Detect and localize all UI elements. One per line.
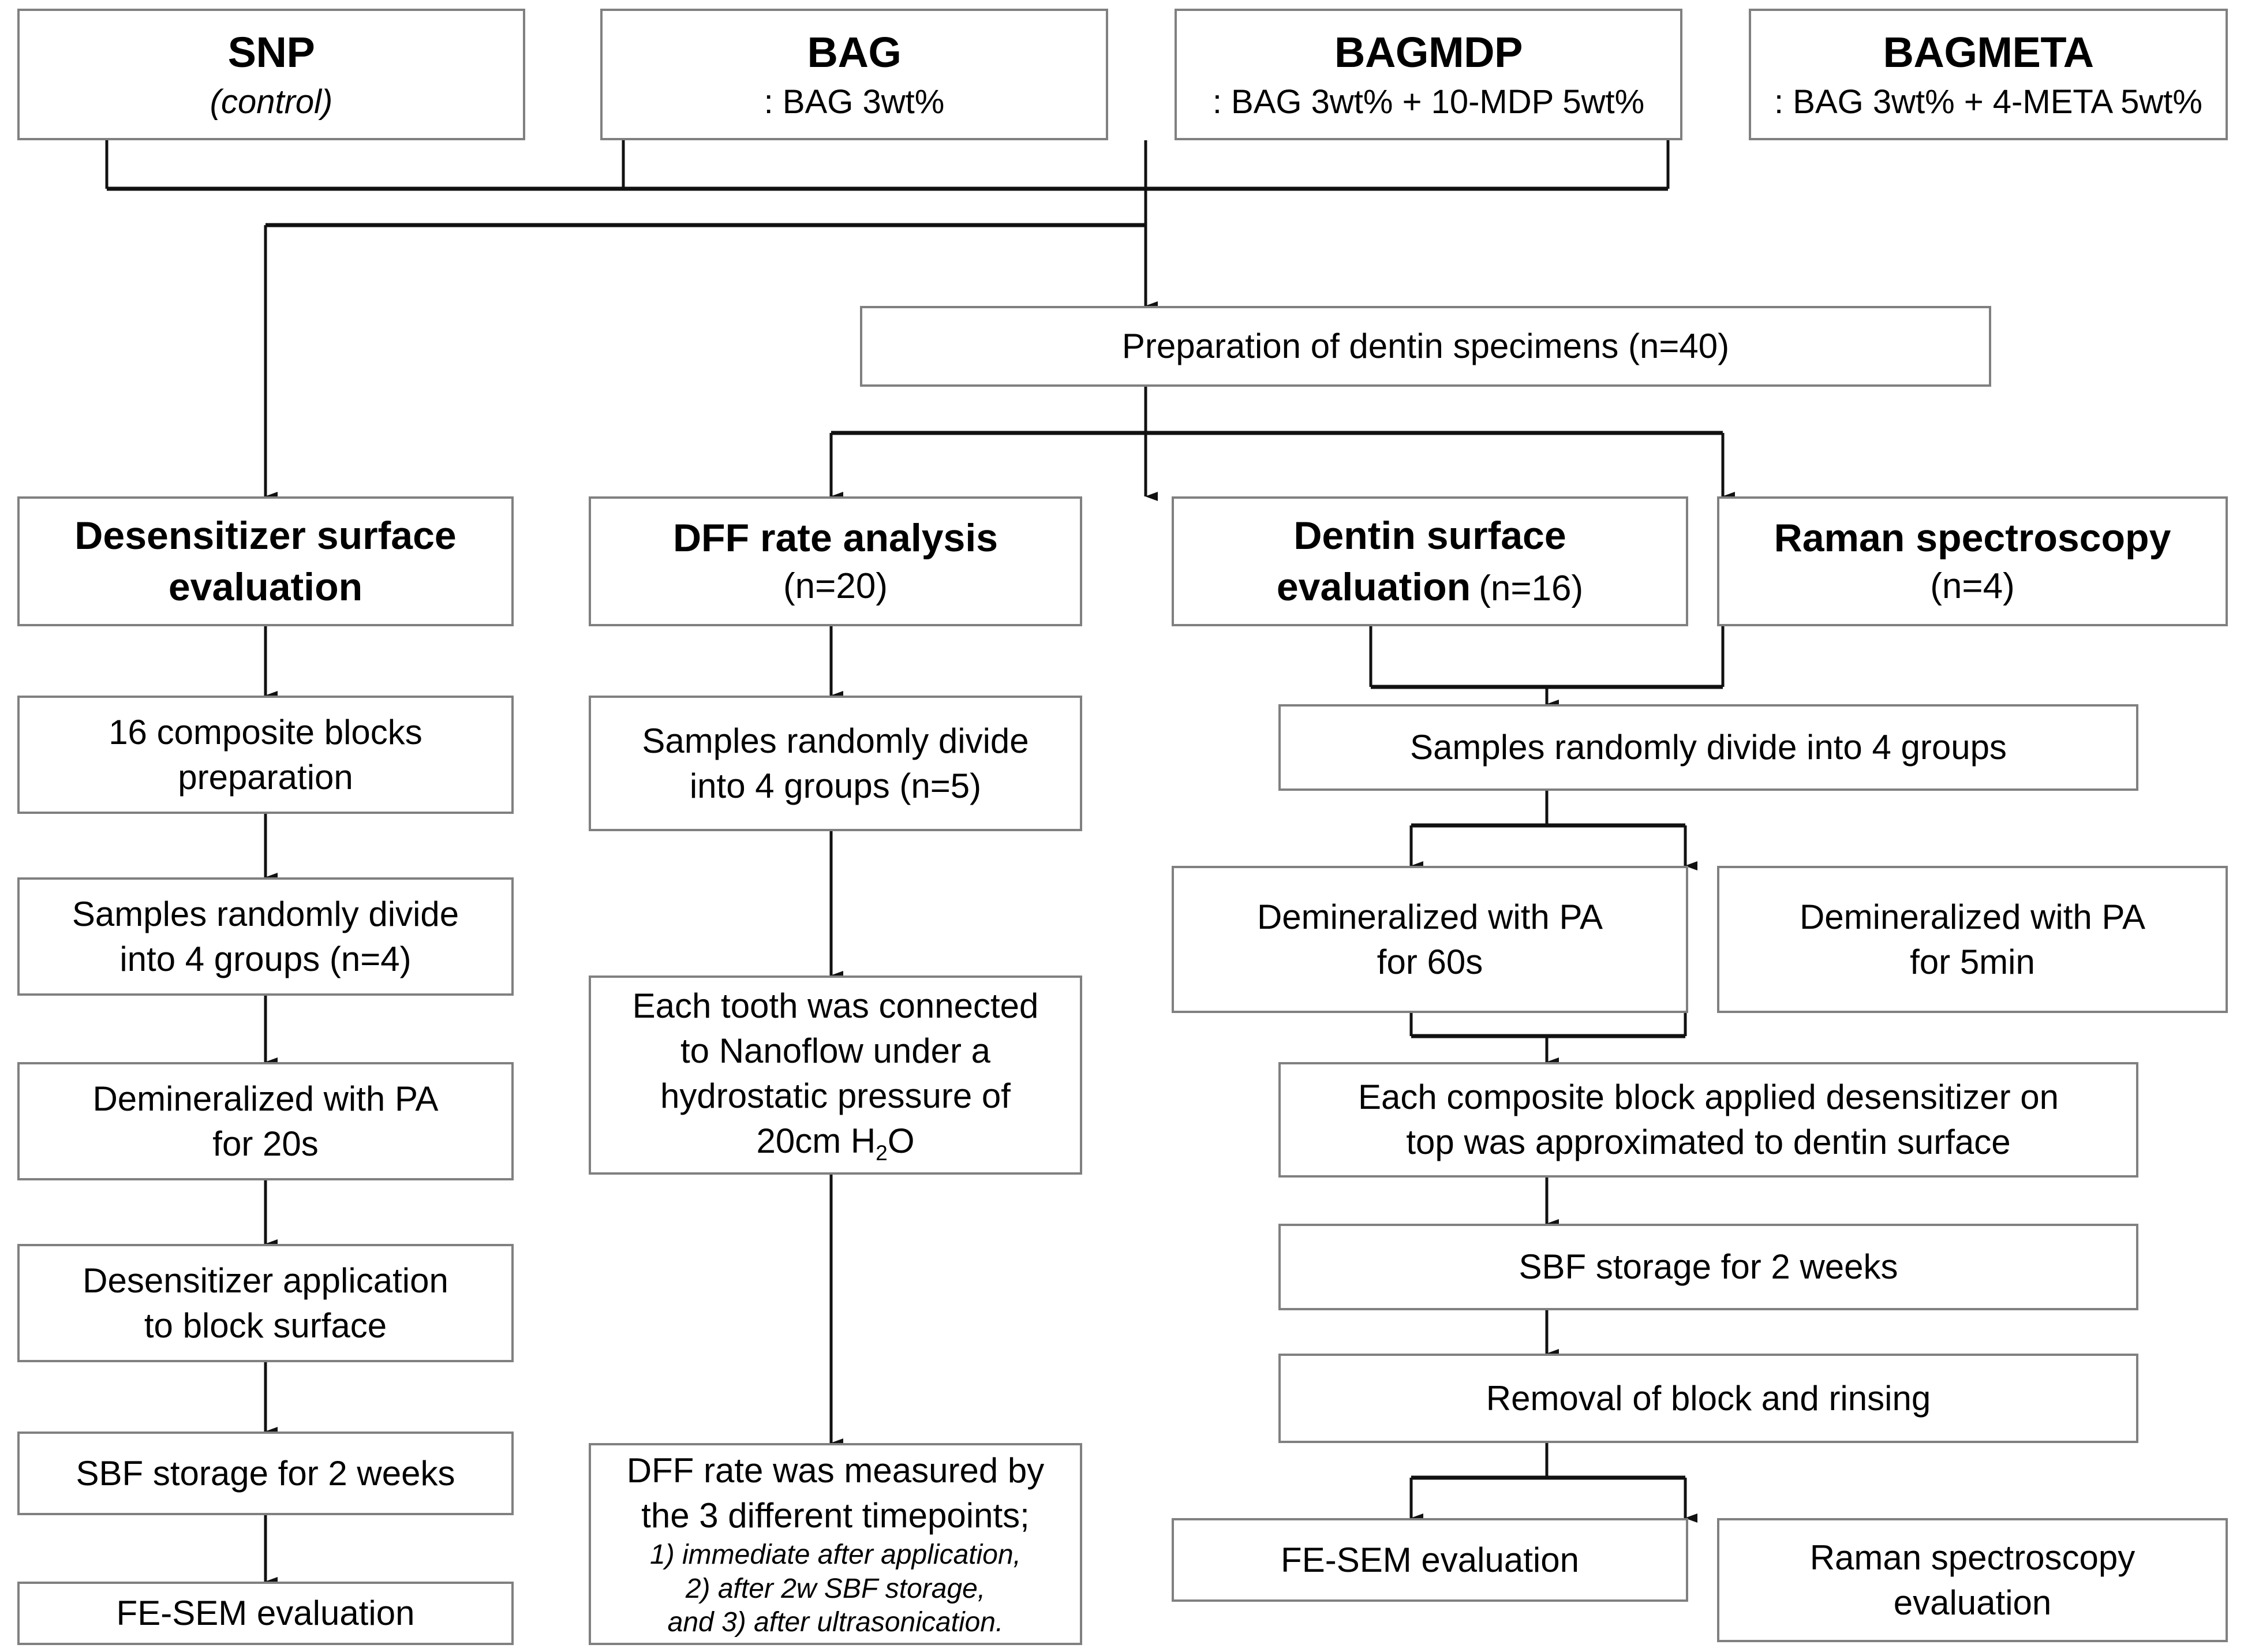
step-raman-spectroscopy-evaluation[interactable]: Raman spectroscopy evaluation	[1717, 1518, 2228, 1642]
step-dff-measure-line2: the 3 different timepoints;	[641, 1496, 1030, 1535]
group-snp-detail: (control)	[210, 83, 333, 121]
step-divide-n5-line1: Samples randomly divide	[642, 721, 1029, 760]
step-desens-app-line1: Desensitizer application	[83, 1261, 448, 1300]
step-divide-n4-line1: Samples randomly divide	[72, 894, 459, 933]
category-desensitizer-line2: evaluation	[168, 565, 363, 609]
step-composite-blocks-line2: preparation	[178, 757, 353, 797]
step-fesem-right-label: FE-SEM evaluation	[1281, 1540, 1579, 1579]
group-box-bagmeta[interactable]: BAGMETA : BAG 3wt% + 4-META 5wt%	[1749, 9, 2228, 140]
step-divide-n4-line2: into 4 groups (n=4)	[119, 939, 412, 978]
category-box-desensitizer-surface-evaluation[interactable]: Desensitizer surface evaluation	[17, 496, 514, 626]
group-bag-name: BAG	[807, 28, 902, 77]
step-demin-20s-line2: for 20s	[212, 1124, 319, 1163]
step-randomly-divide-n4[interactable]: Samples randomly divide into 4 groups (n…	[17, 877, 514, 996]
step-nanoflow-hydrostatic-pressure[interactable]: Each tooth was connected to Nanoflow und…	[589, 975, 1082, 1175]
step-divide-right-label: Samples randomly divide into 4 groups	[1410, 728, 2007, 767]
step-divide-n5-line2: into 4 groups (n=5)	[689, 766, 982, 805]
step-removal-of-block-rinsing[interactable]: Removal of block and rinsing	[1278, 1354, 2138, 1443]
step-nanoflow-line4-sub: 2	[876, 1140, 888, 1165]
group-bag-detail: : BAG 3wt%	[764, 83, 945, 121]
step-sbf-left-label: SBF storage for 2 weeks	[76, 1453, 455, 1493]
group-bagmeta-detail: : BAG 3wt% + 4-META 5wt%	[1774, 83, 2202, 121]
step-dff-measure-italic1: 1) immediate after application,	[650, 1539, 1021, 1571]
step-fesem-left-label: FE-SEM evaluation	[116, 1594, 415, 1632]
step-dff-measure-line1: DFF rate was measured by	[626, 1451, 1045, 1490]
step-composite-approx-line2: top was approximated to dentin surface	[1406, 1123, 2011, 1161]
step-raman-eval-line1: Raman spectroscopy	[1809, 1538, 2135, 1577]
step-demineralized-pa-60s[interactable]: Demineralized with PA for 60s	[1172, 866, 1688, 1013]
step-composite-blocks-line1: 16 composite blocks	[109, 712, 422, 752]
step-nanoflow-line4: 20cm H2O	[598, 1119, 1073, 1167]
step-fe-sem-evaluation-right[interactable]: FE-SEM evaluation	[1172, 1518, 1688, 1602]
group-box-bag[interactable]: BAG : BAG 3wt%	[600, 9, 1108, 140]
step-demin-20s-line1: Demineralized with PA	[92, 1079, 439, 1118]
step-demin-5min-line2: for 5min	[1910, 942, 2035, 981]
group-bagmeta-name: BAGMETA	[1883, 28, 2094, 77]
category-dentin-line2-row: evaluation(n=16)	[1181, 562, 1679, 612]
category-raman-n: (n=4)	[1930, 566, 2015, 607]
category-raman-line1: Raman spectroscopy	[1774, 516, 2171, 560]
step-demin-5min-line1: Demineralized with PA	[1799, 897, 2146, 936]
step-nanoflow-line4-pre: 20cm H	[756, 1121, 876, 1160]
step-composite-approx-line1: Each composite block applied desensitize…	[1357, 1078, 2059, 1116]
step-desens-app-line2: to block surface	[144, 1306, 387, 1345]
step-demin-60s-line1: Demineralized with PA	[1256, 897, 1603, 936]
step-raman-eval-line2: evaluation	[1893, 1583, 2052, 1622]
step-demineralized-pa-20s[interactable]: Demineralized with PA for 20s	[17, 1062, 514, 1180]
step-sbf-right-label: SBF storage for 2 weeks	[1519, 1247, 1898, 1286]
step-randomly-divide-n5[interactable]: Samples randomly divide into 4 groups (n…	[589, 696, 1082, 831]
step-nanoflow-line2: to Nanoflow under a	[680, 1031, 990, 1070]
group-bagmdp-name: BAGMDP	[1334, 28, 1523, 77]
step-desensitizer-application[interactable]: Desensitizer application to block surfac…	[17, 1244, 514, 1362]
step-nanoflow-line4-post: O	[887, 1121, 915, 1160]
preparation-box[interactable]: Preparation of dentin specimens (n=40)	[860, 306, 1991, 387]
group-box-snp[interactable]: SNP (control)	[17, 9, 525, 140]
step-dff-measure-italic3: and 3) after ultrasonication.	[667, 1607, 1004, 1638]
step-randomly-divide-4-groups-right[interactable]: Samples randomly divide into 4 groups	[1278, 704, 2138, 791]
step-fe-sem-evaluation-left[interactable]: FE-SEM evaluation	[17, 1582, 514, 1645]
step-demineralized-pa-5min[interactable]: Demineralized with PA for 5min	[1717, 866, 2228, 1013]
step-removal-label: Removal of block and rinsing	[1486, 1378, 1931, 1418]
step-nanoflow-line1: Each tooth was connected	[632, 986, 1039, 1025]
category-dff-line1: DFF rate analysis	[672, 516, 998, 560]
category-dff-n: (n=20)	[783, 566, 888, 607]
preparation-label: Preparation of dentin specimens (n=40)	[1121, 327, 1730, 365]
category-dentin-n: (n=16)	[1479, 568, 1584, 608]
category-dentin-line1: Dentin surface	[1293, 514, 1566, 558]
step-nanoflow-line3: hydrostatic pressure of	[660, 1076, 1011, 1115]
group-box-bagmdp[interactable]: BAGMDP : BAG 3wt% + 10-MDP 5wt%	[1175, 9, 1682, 140]
step-demin-60s-line2: for 60s	[1377, 942, 1483, 981]
step-composite-blocks-preparation[interactable]: 16 composite blocks preparation	[17, 696, 514, 814]
group-snp-name: SNP	[227, 28, 315, 77]
step-sbf-storage-2-weeks-left[interactable]: SBF storage for 2 weeks	[17, 1432, 514, 1515]
category-desensitizer-line1: Desensitizer surface	[74, 514, 457, 558]
step-dff-measure-italic2: 2) after 2w SBF storage,	[685, 1573, 986, 1604]
category-dentin-line2: evaluation	[1276, 565, 1471, 609]
step-composite-block-approximated[interactable]: Each composite block applied desensitize…	[1278, 1062, 2138, 1178]
category-box-dentin-surface-evaluation[interactable]: Dentin surface evaluation(n=16)	[1172, 496, 1688, 626]
category-box-dff-rate-analysis[interactable]: DFF rate analysis (n=20)	[589, 496, 1082, 626]
category-box-raman-spectroscopy[interactable]: Raman spectroscopy (n=4)	[1717, 496, 2228, 626]
step-sbf-storage-2-weeks-right[interactable]: SBF storage for 2 weeks	[1278, 1224, 2138, 1310]
step-dff-rate-measurement-timepoints[interactable]: DFF rate was measured by the 3 different…	[589, 1443, 1082, 1645]
group-bagmdp-detail: : BAG 3wt% + 10-MDP 5wt%	[1212, 83, 1645, 121]
